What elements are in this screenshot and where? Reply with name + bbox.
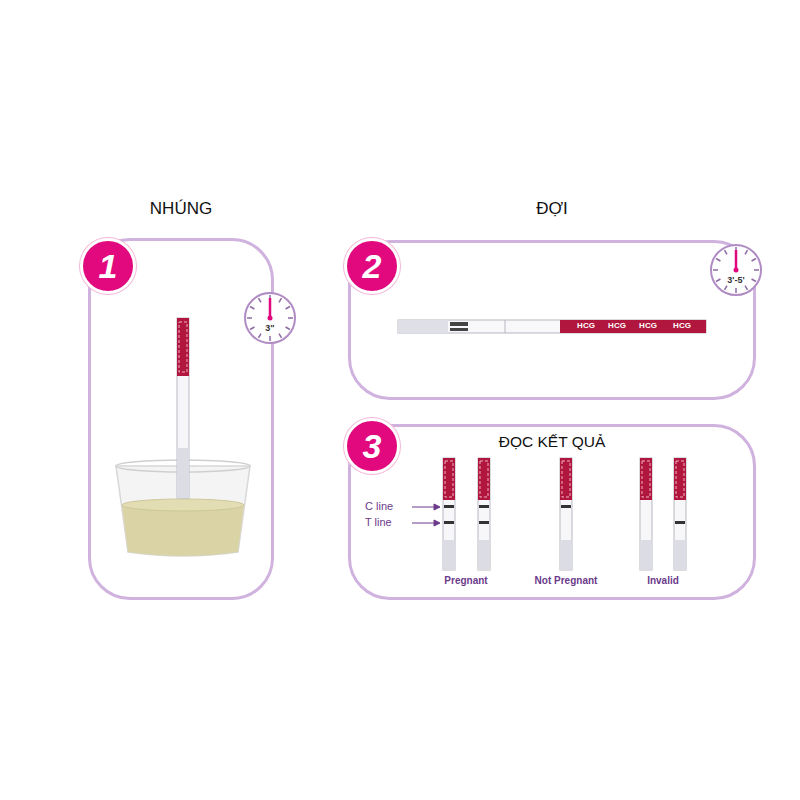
step-number-text: 3: [363, 429, 382, 463]
strip-print: HCG: [608, 322, 626, 330]
step-number: 2: [344, 238, 400, 294]
step-panel: ĐỌC KẾT QUẢ: [348, 424, 756, 600]
step-title: NHÚNG: [91, 199, 271, 219]
step-title: ĐỌC KẾT QUẢ: [351, 433, 753, 451]
leader-arrows: [412, 504, 440, 526]
result-label: Not Pregnant: [535, 576, 598, 586]
timer-text: 3": [242, 323, 298, 333]
clock-icon: [242, 290, 298, 346]
line-label: T line: [365, 517, 392, 528]
line-label: C line: [365, 501, 393, 512]
result-label: Pregnant: [444, 576, 487, 586]
test-strip: [177, 318, 189, 498]
clock-icon: [708, 242, 764, 298]
test-strip: [398, 320, 706, 333]
step-number-text: 1: [99, 249, 118, 283]
step-number-text: 2: [363, 249, 382, 283]
strip-print: HCG: [577, 322, 595, 330]
step-title: ĐỢI: [351, 199, 753, 219]
strip-print: HCG: [639, 322, 657, 330]
timer-clock: 3'-5': [708, 242, 764, 298]
result-strips: [443, 458, 686, 570]
step-number: 1: [80, 238, 136, 294]
result-label: Invalid: [647, 576, 679, 586]
step-number: 3: [344, 418, 400, 474]
step-panel: ĐỢI3'-5': [348, 240, 756, 400]
strip-print: HCG: [673, 322, 691, 330]
timer-text: 3'-5': [708, 275, 764, 285]
timer-clock: 3": [242, 290, 298, 346]
